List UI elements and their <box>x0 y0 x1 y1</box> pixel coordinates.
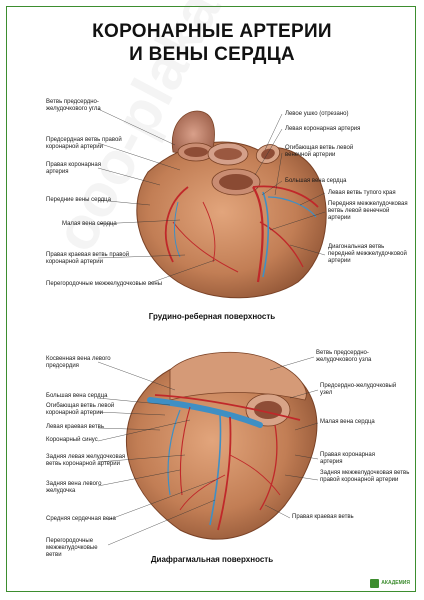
label-rca-atrial-branch: Предсердная ветвь правой коронарной арте… <box>46 137 122 150</box>
label-small-cardiac-vein: Малая вена сердца <box>62 221 117 227</box>
label-lca-circumflex-branch: Огибающая ветвь левой венечной артерии <box>285 145 354 158</box>
label-great-cardiac-vein-b: Большая вена сердца <box>46 393 108 399</box>
label-posterior-interventricular-branch: Задняя межжелудочковая ветвь правой коро… <box>320 470 410 483</box>
label-anterior-cardiac-veins: Передние вены сердца <box>46 197 111 203</box>
poster-title-line2: И ВЕНЫ СЕРДЦА <box>129 44 295 65</box>
label-left-marginal-branch: Левая краевая ветвь <box>46 424 104 430</box>
logo-text: АКАДЕМИЯ <box>381 580 410 586</box>
label-left-coronary-artery: Левая коронарная артерия <box>285 126 361 132</box>
label-posterior-left-ventricular-branch: Задняя левая желудочковая ветвь коронарн… <box>46 454 126 467</box>
label-right-marginal-branch: Правая краевая ветвь правой коронарной а… <box>46 252 130 265</box>
label-atrioventricular-angle-branch: Ветвь предсердно-желудочкового угла <box>46 99 101 112</box>
label-posterior-vein-left-ventricle: Задняя вена левого желудочка <box>46 481 102 494</box>
label-left-obtuse-marginal-branch: Левая ветвь тупого края <box>328 190 396 196</box>
label-right-marginal-branch-b: Правая краевая ветвь <box>292 514 354 520</box>
caption-sternocostal-surface: Грудино-реберная поверхность <box>148 312 276 321</box>
caption-diaphragmatic-surface: Диафрагмальная поверхность <box>150 555 274 564</box>
label-right-coronary-artery-b: Правая коронарная артерия <box>320 452 375 465</box>
label-av-node: Предсердно-желудочковый узел <box>320 383 397 396</box>
label-av-node-branch: Ветвь предсердно-желудочкового узла <box>316 350 372 363</box>
label-middle-cardiac-vein: Средняя сердечная вена <box>46 516 116 522</box>
label-diagonal-branch: Диагональная ветвь передней межжелудочко… <box>328 244 407 264</box>
label-anterior-interventricular-branch: Передняя межжелудочковая ветвь левой вен… <box>328 201 408 221</box>
label-septal-interventricular-branches: Перегородочные межжелудочковые ветви <box>46 538 98 558</box>
label-great-cardiac-vein: Большая вена сердца <box>285 178 347 184</box>
label-right-coronary-artery: Правая коронарная артерия <box>46 162 101 175</box>
logo-mark-icon <box>370 579 380 588</box>
publisher-logo: АКАДЕМИЯ <box>370 579 410 588</box>
poster-border <box>6 6 416 592</box>
label-septal-interventricular-veins: Перегородочные межжелудочковые вены <box>46 281 163 287</box>
label-oblique-vein-left-atrium: Косвенная вена левого предсердия <box>46 356 111 369</box>
heart-sternocostal-illustration <box>136 110 327 299</box>
label-lca-circumflex-branch-b: Огибающая ветвь левой коронарной артерии <box>46 403 115 416</box>
label-coronary-sinus: Коронарный синус <box>46 437 98 443</box>
poster-title-line1: КОРОНАРНЫЕ АРТЕРИИ <box>92 21 332 42</box>
label-left-auricle: Левое ушко (отрезано) <box>285 111 349 117</box>
label-small-cardiac-vein-b: Малая вена сердца <box>320 419 375 425</box>
